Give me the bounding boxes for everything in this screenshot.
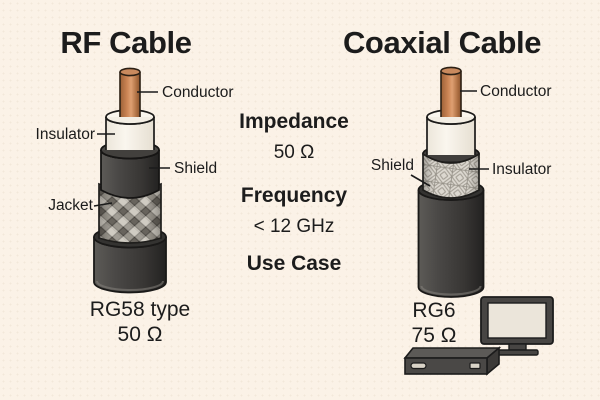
rf-insulator [100, 109, 160, 160]
frequency-value: < 12 GHz [253, 216, 335, 237]
coaxial-cable-illustration: Conductor Shield Insulator [371, 66, 552, 298]
set-top-box-icon [403, 346, 502, 376]
coax-conductor-label: Conductor [480, 83, 552, 100]
rf-label-lines [93, 91, 170, 207]
coaxial-cable-caption: RG6 75 Ω [349, 298, 519, 348]
coax-label-lines [410, 90, 489, 187]
rf-cable-caption: RG58 type 50 Ω [55, 297, 225, 347]
rf-cable-impedance-label: 50 Ω [117, 323, 163, 346]
coaxial-cable-title: Coaxial Cable [342, 25, 542, 60]
coax-shield-label: Shield [371, 157, 414, 174]
coaxial-cable-impedance-label: 75 Ω [411, 324, 457, 347]
rf-cable-illustration: Conductor Insulator Shield Jacket [36, 67, 234, 294]
rf-cable-title: RF Cable [60, 25, 192, 60]
rf-insulator-label: Insulator [36, 126, 95, 143]
rf-shield-label: Shield [174, 160, 217, 177]
use-case-heading: Use Case [246, 252, 342, 275]
rf-cable-type-label: RG58 type [89, 298, 191, 321]
coax-conductor [426, 66, 476, 125]
tv-icon [480, 296, 554, 356]
rf-conductor-label: Conductor [162, 84, 234, 101]
impedance-value: 50 Ω [273, 142, 315, 163]
impedance-heading: Impedance [239, 110, 349, 133]
rf-jacket-label: Jacket [48, 197, 93, 214]
coaxial-cable-type-label: RG6 [412, 299, 456, 322]
rf-conductor [105, 67, 155, 125]
coax-insulator-label: Insulator [492, 161, 551, 178]
frequency-heading: Frequency [240, 184, 348, 207]
